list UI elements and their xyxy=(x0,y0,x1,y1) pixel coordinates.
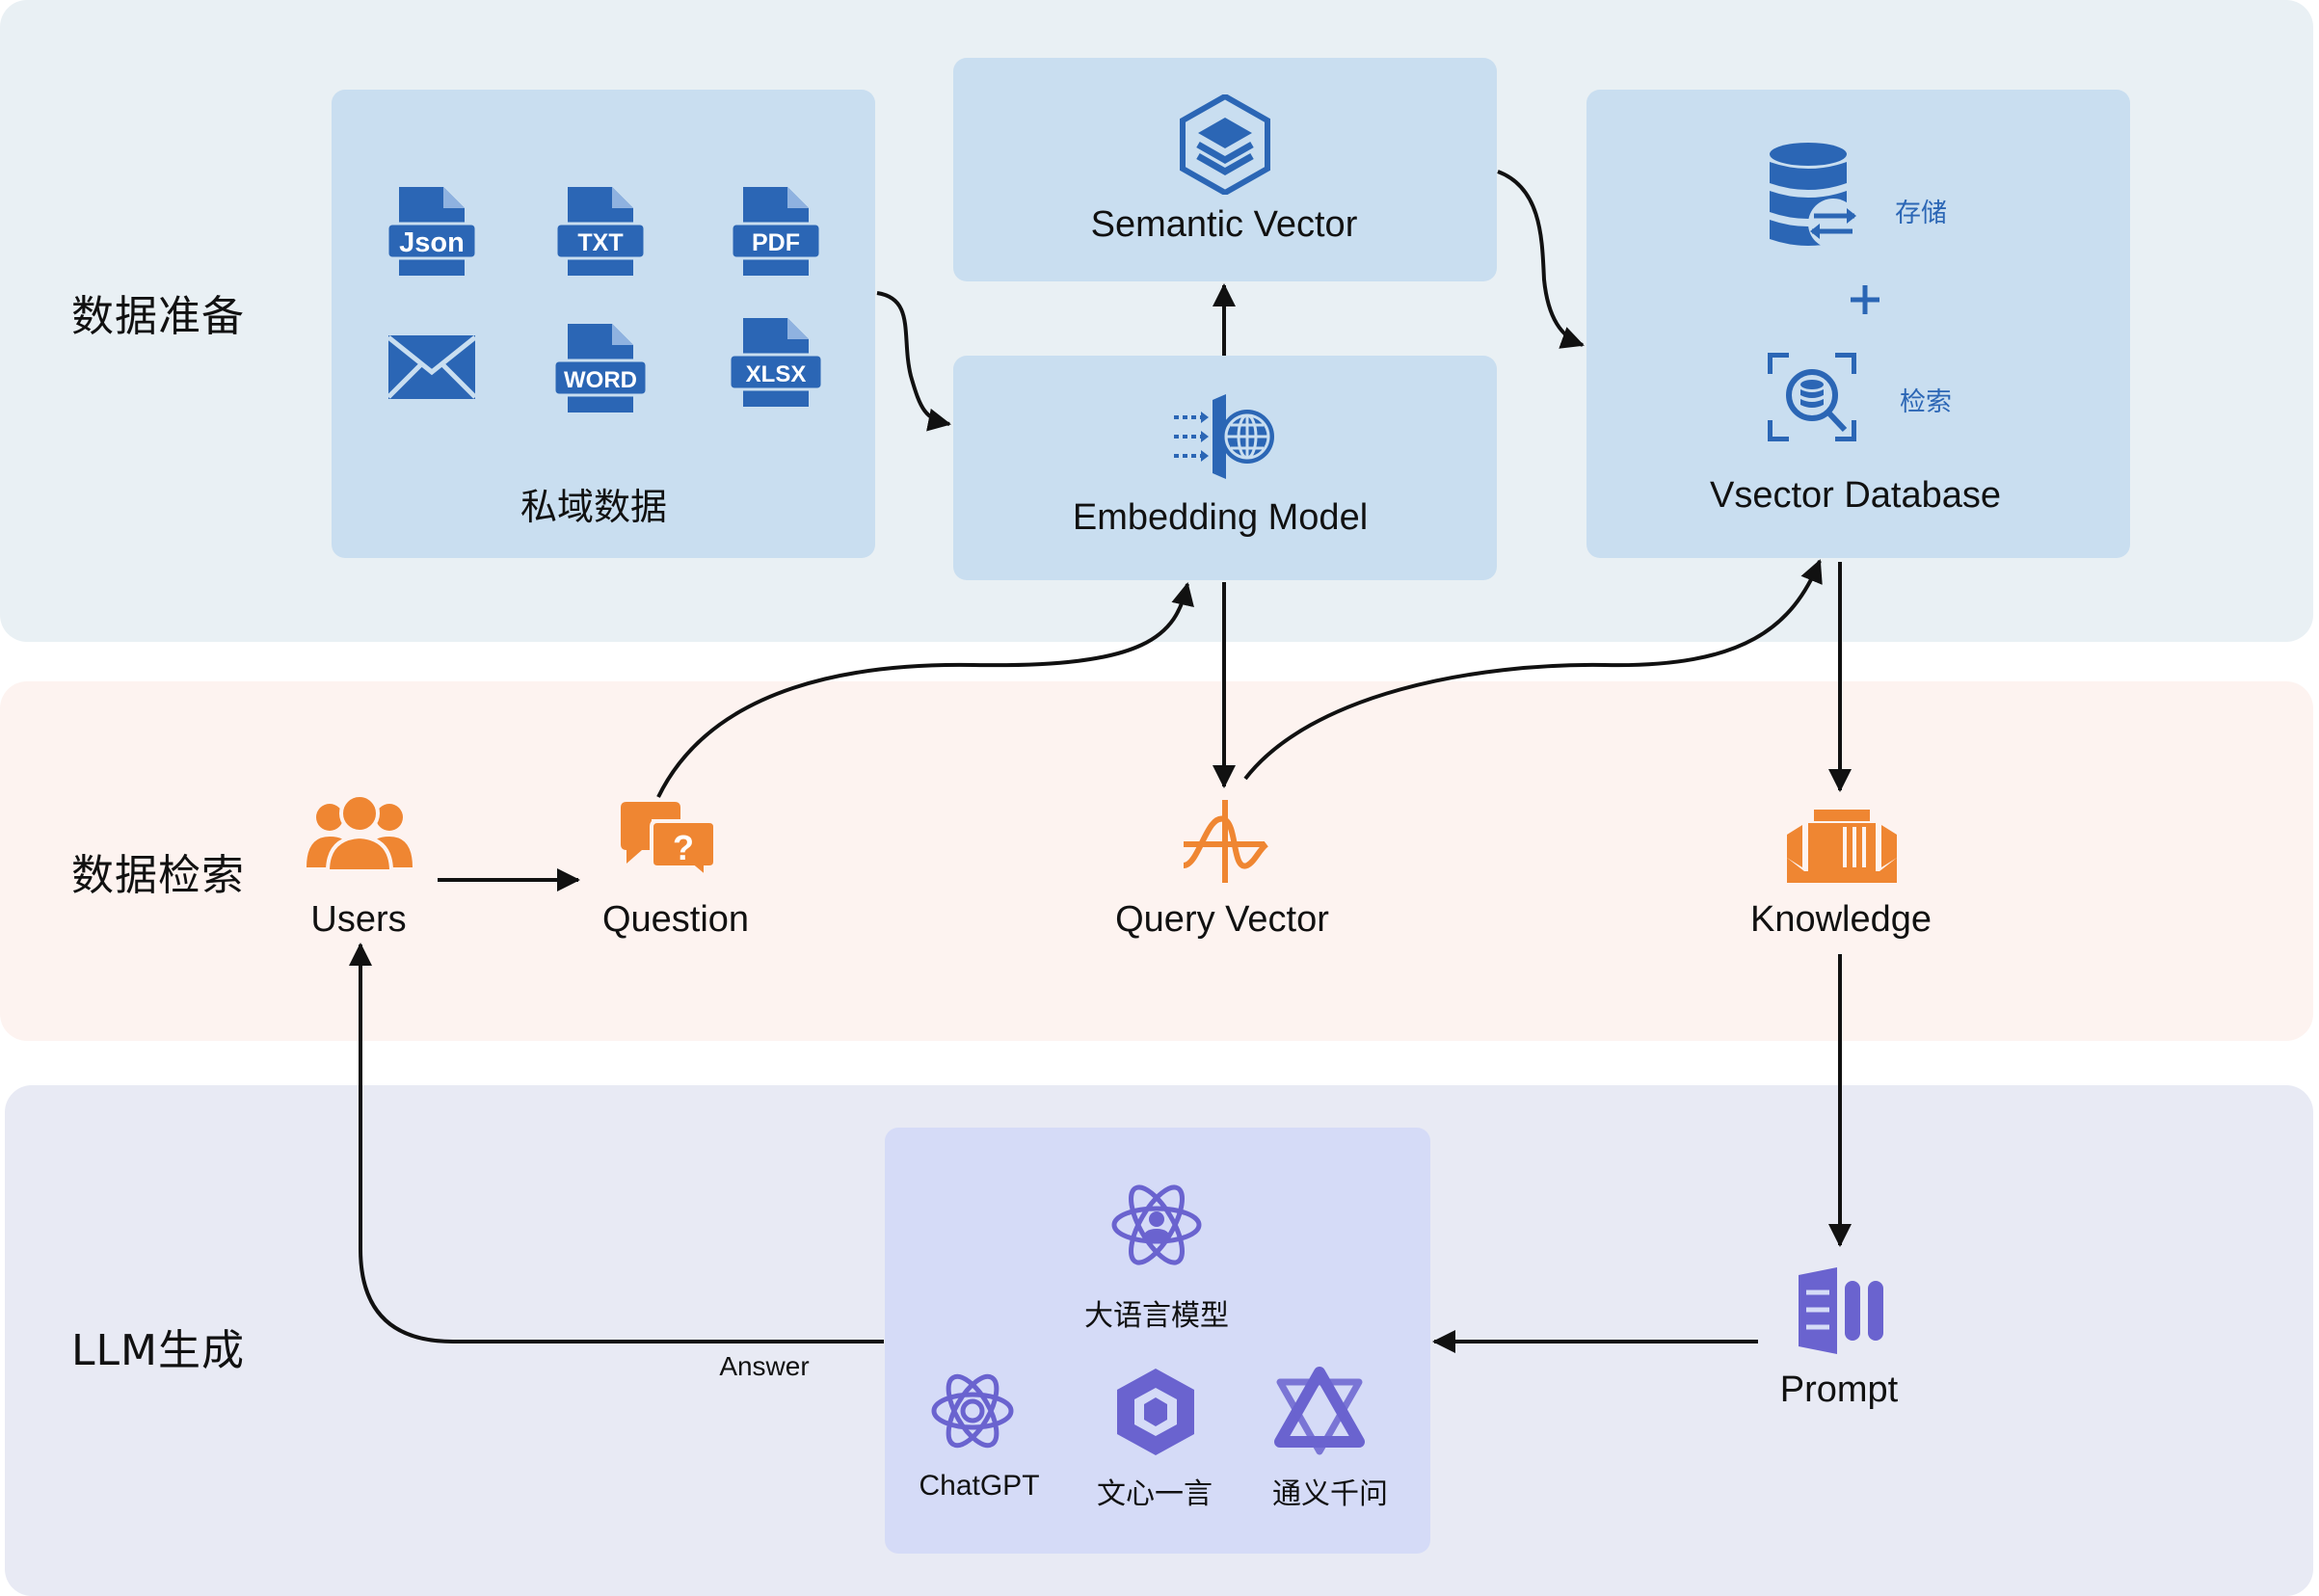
arrow-query-to-db xyxy=(1243,559,1823,781)
wenxin-logo-icon xyxy=(1117,1369,1194,1455)
users-label: Users xyxy=(310,899,407,940)
atom-icon xyxy=(1111,1184,1202,1265)
retrieve-label: 检索 xyxy=(1900,387,1952,416)
band-label-prep: 数据准备 xyxy=(71,292,245,341)
plus-icon xyxy=(1851,285,1879,314)
knowledge-label: Knowledge xyxy=(1749,899,1932,940)
arrow-question-to-embedding xyxy=(656,582,1194,798)
json-file-icon: Json xyxy=(386,187,478,276)
chatgpt-label: ChatGPT xyxy=(919,1470,1040,1502)
store-label: 存储 xyxy=(1895,199,1947,227)
chatgpt-logo-icon xyxy=(931,1373,1014,1449)
mail-icon xyxy=(388,335,475,399)
private-data-label: 私域数据 xyxy=(520,488,668,528)
svg-text:?: ? xyxy=(673,828,694,867)
txt-file-label: TXT xyxy=(577,229,623,256)
band-label-gen: LLM生成 xyxy=(71,1326,245,1375)
prompt-label: Prompt xyxy=(1779,1370,1899,1410)
txt-file-icon: TXT xyxy=(554,187,647,276)
vector-database-box xyxy=(1586,90,2130,558)
pdf-file-icon: PDF xyxy=(730,187,822,276)
prompt-doc-icon xyxy=(1799,1267,1883,1354)
word-file-icon: WORD xyxy=(552,324,649,412)
band-label-search: 数据检索 xyxy=(71,851,245,900)
question-label: Question xyxy=(601,899,750,940)
answer-edge-label: Answer xyxy=(719,1351,810,1381)
word-file-label: WORD xyxy=(564,367,637,393)
semantic-vector-label: Semantic Vector xyxy=(1090,204,1358,245)
pdf-file-label: PDF xyxy=(752,229,800,256)
knowledge-box-icon xyxy=(1787,810,1897,883)
users-icon xyxy=(307,793,413,871)
tongyi-logo-icon xyxy=(1274,1367,1365,1455)
search-database-icon xyxy=(1768,353,1856,441)
database-sync-icon xyxy=(1770,143,1858,249)
question-chat-icon: ? xyxy=(621,802,717,879)
tongyi-label: 通义千问 xyxy=(1272,1478,1388,1510)
wave-chart-icon xyxy=(1183,800,1268,883)
arrow-private-to-embedding xyxy=(876,291,951,432)
embedding-model-label: Embedding Model xyxy=(1072,497,1369,538)
xlsx-file-label: XLSX xyxy=(746,361,807,387)
layers-cube-icon xyxy=(1180,94,1270,195)
wenxin-label: 文心一言 xyxy=(1097,1478,1213,1510)
vector-database-label: Vsector Database xyxy=(1709,475,2002,516)
query-vector-label: Query Vector xyxy=(1115,899,1329,940)
embedding-globe-icon xyxy=(1174,394,1274,479)
arrow-llm-to-users xyxy=(349,943,884,1343)
json-file-label: Json xyxy=(399,227,465,258)
llm-label: 大语言模型 xyxy=(1084,1300,1229,1332)
arrow-semantic-to-db xyxy=(1497,170,1585,349)
xlsx-file-icon: XLSX xyxy=(728,318,824,407)
